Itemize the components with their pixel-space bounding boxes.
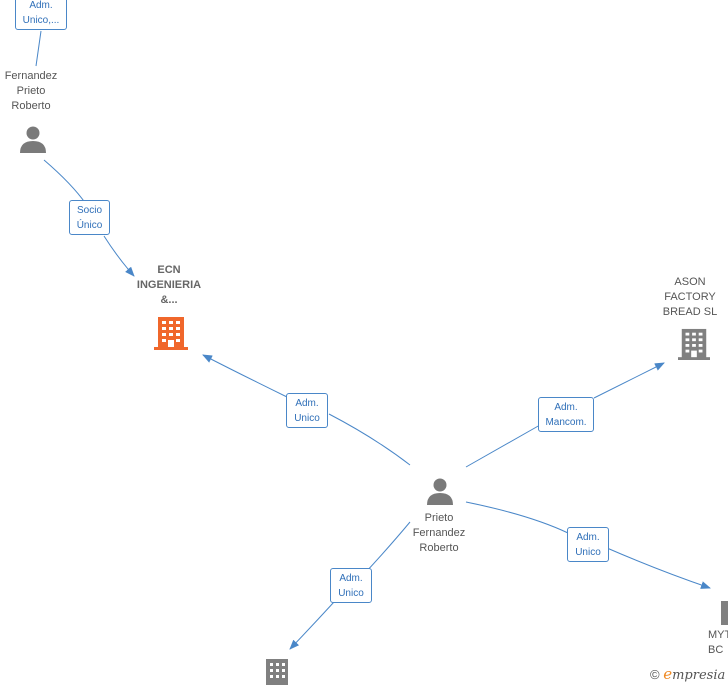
building-icon[interactable] bbox=[678, 327, 710, 361]
building-icon[interactable] bbox=[264, 659, 290, 685]
relation-socio-unico[interactable]: Socio Único bbox=[69, 200, 110, 235]
relation-adm-mancom[interactable]: Adm. Mancom. bbox=[538, 397, 594, 432]
person-icon[interactable] bbox=[425, 476, 455, 506]
edge-adm-mancom bbox=[465, 363, 664, 468]
edge-adm-unico-ecn bbox=[203, 355, 411, 466]
relation-adm-unico-myt[interactable]: Adm. Unico bbox=[567, 527, 609, 562]
edge-top bbox=[35, 30, 42, 67]
company-ason-name[interactable]: ASON FACTORY BREAD SL bbox=[662, 276, 718, 318]
edge-adm-unico-myt bbox=[465, 501, 710, 588]
person-top-name[interactable]: Fernandez Prieto Roberto bbox=[4, 70, 58, 112]
person-icon[interactable] bbox=[18, 124, 48, 154]
brand-name: mpresia bbox=[672, 668, 726, 683]
brand-initial: e bbox=[663, 665, 673, 683]
company-myt-name[interactable]: MYT BC bbox=[708, 629, 728, 656]
relation-top-cut[interactable]: Adm. Unico,... bbox=[15, 0, 67, 30]
person-center-name[interactable]: Prieto Fernandez Roberto bbox=[412, 512, 466, 554]
relation-adm-unico-bottom[interactable]: Adm. Unico bbox=[330, 568, 372, 603]
copyright-symbol: © bbox=[650, 667, 660, 682]
brand-watermark: © empresia bbox=[650, 665, 725, 683]
relation-adm-unico-ecn[interactable]: Adm. Unico bbox=[286, 393, 328, 428]
building-icon[interactable] bbox=[154, 315, 188, 351]
building-icon[interactable] bbox=[721, 601, 728, 625]
company-ecn-name[interactable]: ECN INGENIERIA &... bbox=[136, 264, 202, 306]
